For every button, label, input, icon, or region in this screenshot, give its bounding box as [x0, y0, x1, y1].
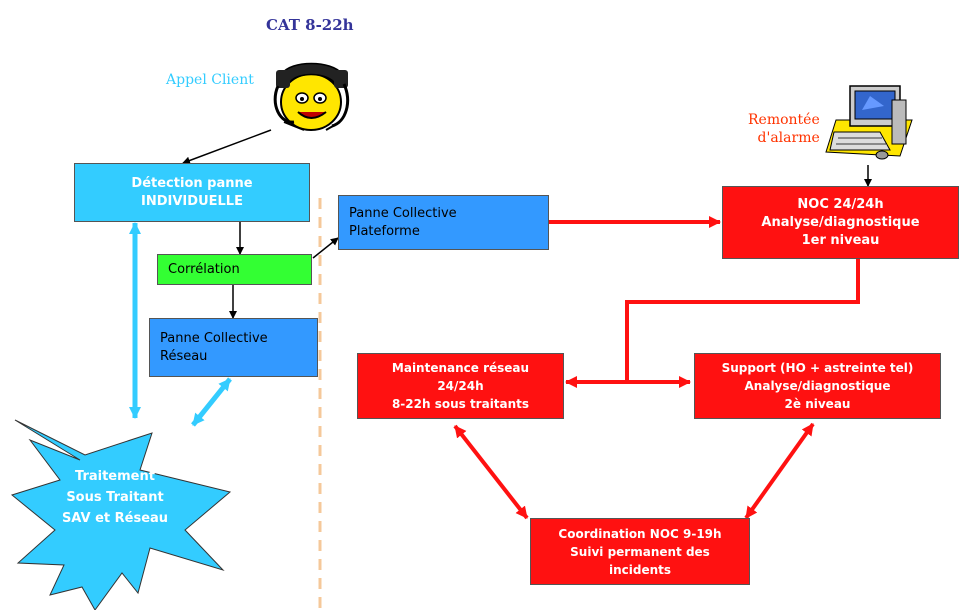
coordination-box: Coordination NOC 9-19h Suivi permanent d… — [530, 518, 750, 585]
panne-collective-reseau-box: Panne Collective Réseau — [149, 318, 318, 377]
coordination-line2: Suivi permanent des — [570, 544, 710, 559]
arrow-correlation-plateforme — [312, 237, 339, 259]
support-box: Support (HO + astreinte tel) Analyse/dia… — [694, 353, 941, 419]
arrow-phone-detection — [182, 129, 272, 165]
burst-line1: Traitement — [75, 469, 155, 484]
arrow-reseau-burst — [191, 377, 232, 427]
noc-line2: Analyse/diagnostique — [761, 214, 920, 230]
detection-line1: Détection panne — [131, 175, 253, 191]
correlation-box: Corrélation — [157, 254, 312, 285]
arrow-maintenance-coordination — [453, 424, 529, 520]
panne-plateforme-line1: Panne Collective — [349, 205, 457, 221]
coordination-line1: Coordination NOC 9-19h — [558, 526, 722, 541]
telephone-man-icon — [273, 62, 349, 131]
noc-down-connector — [625, 259, 860, 382]
maintenance-line2: 24/24h — [437, 379, 484, 393]
remontee-line2: d'alarme — [757, 130, 820, 146]
correlation-label: Corrélation — [168, 261, 240, 277]
treatment-text: Traitement Sous Traitant SAV et Réseau — [60, 466, 170, 529]
arrow-support-coordination — [744, 422, 815, 520]
panne-collective-plateforme-box: Panne Collective Plateforme — [338, 195, 549, 250]
noc-line3: 1er niveau — [801, 232, 880, 248]
noc-line1: NOC 24/24h — [797, 196, 884, 212]
detection-line2: INDIVIDUELLE — [141, 193, 243, 209]
detection-panne-box: Détection panne INDIVIDUELLE — [74, 163, 310, 222]
support-line2: Analyse/diagnostique — [744, 379, 891, 393]
computer-icon — [825, 85, 913, 160]
panne-reseau-line2: Réseau — [160, 348, 208, 364]
remontee-alarme-label: Remontée d'alarme — [748, 111, 820, 147]
treatment-starburst — [10, 419, 232, 610]
noc-box: NOC 24/24h Analyse/diagnostique 1er nive… — [722, 186, 959, 259]
remontee-line1: Remontée — [748, 112, 820, 128]
page-title: CAT 8-22h — [266, 16, 354, 34]
maintenance-line1: Maintenance réseau — [391, 361, 530, 375]
panne-reseau-line1: Panne Collective — [160, 330, 268, 346]
coordination-line3: incidents — [608, 562, 672, 577]
burst-line3: SAV et Réseau — [61, 511, 169, 526]
burst-line2: Sous Traitant — [66, 490, 164, 505]
maintenance-line3: 8-22h sous traitants — [391, 397, 530, 411]
appel-client-label: Appel Client — [166, 72, 254, 88]
panne-plateforme-line2: Plateforme — [349, 223, 420, 239]
support-line3: 2è niveau — [784, 397, 851, 411]
maintenance-box: Maintenance réseau 24/24h 8-22h sous tra… — [357, 353, 564, 419]
support-line1: Support (HO + astreinte tel) — [721, 361, 914, 375]
